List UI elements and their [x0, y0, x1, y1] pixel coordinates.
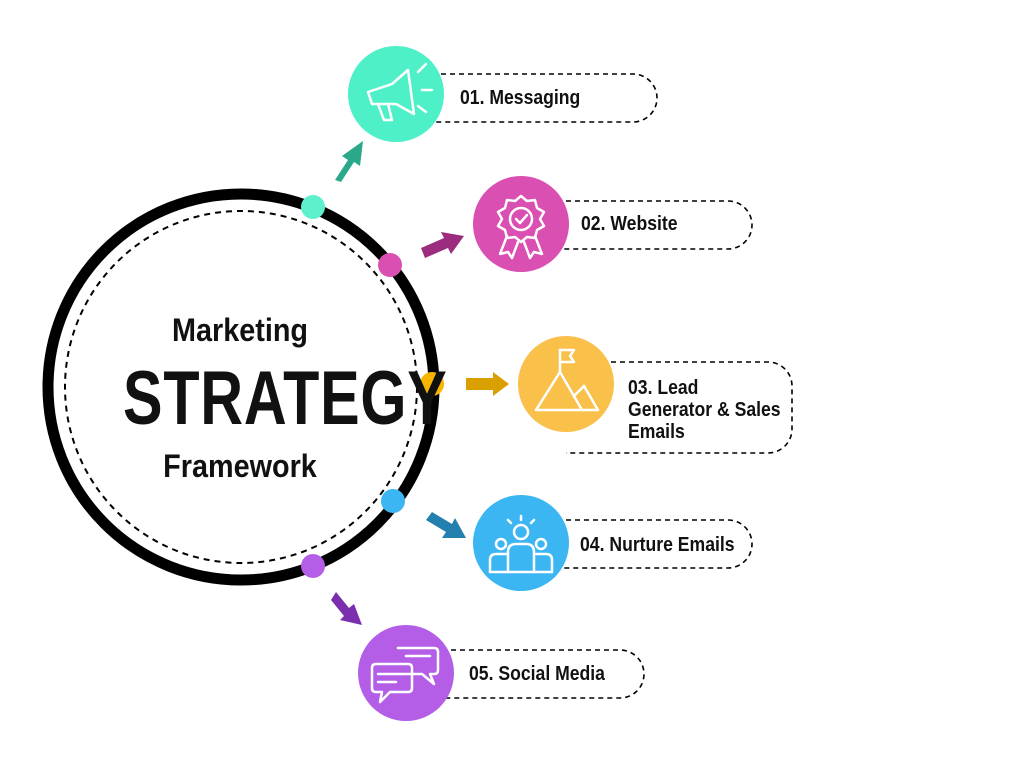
award-badge-icon [496, 194, 546, 260]
step-1-arrow [335, 141, 363, 182]
step-3-label: 03. Lead Generator & Sales Emails [628, 377, 781, 443]
step-2-label: 02. Website [581, 213, 678, 235]
step-5-label-box [406, 649, 645, 699]
step-2-arrow [421, 232, 464, 258]
center-bottom-text: Framework [163, 448, 317, 484]
step-5-ring-dot [301, 554, 325, 578]
step-4-arrow [426, 512, 466, 538]
center-top-text: Marketing [171, 312, 309, 348]
inner-dashed-ring [64, 210, 418, 564]
step-4-ring-dot [381, 489, 405, 513]
step-4-label-box [521, 519, 753, 569]
step-1-label-box [396, 73, 658, 123]
team-icon [488, 514, 554, 574]
step-5-arrow [331, 592, 362, 625]
step-1-label: 01. Messaging [460, 87, 581, 109]
step-2 [378, 176, 753, 277]
step-2-ring-dot [378, 253, 402, 277]
step-3-arrow [466, 372, 509, 396]
mountain-flag-icon [534, 348, 600, 412]
step-1 [301, 46, 658, 219]
step-1-ring-dot [301, 195, 325, 219]
chat-bubbles-icon [370, 646, 440, 704]
megaphone-icon [366, 62, 434, 122]
step-5-label: 05. Social Media [469, 663, 605, 685]
step-4 [381, 489, 753, 591]
step-1-icon-circle [348, 46, 444, 142]
center-main-text: STRATEGY [123, 356, 448, 441]
step-2-icon-circle [473, 176, 569, 272]
step-5 [301, 554, 645, 721]
step-3-label-box [566, 361, 793, 454]
step-3 [420, 336, 793, 454]
step-2-label-box [521, 200, 753, 250]
step-4-label: 04. Nurture Emails [580, 534, 735, 556]
step-3-ring-dot [420, 372, 444, 396]
